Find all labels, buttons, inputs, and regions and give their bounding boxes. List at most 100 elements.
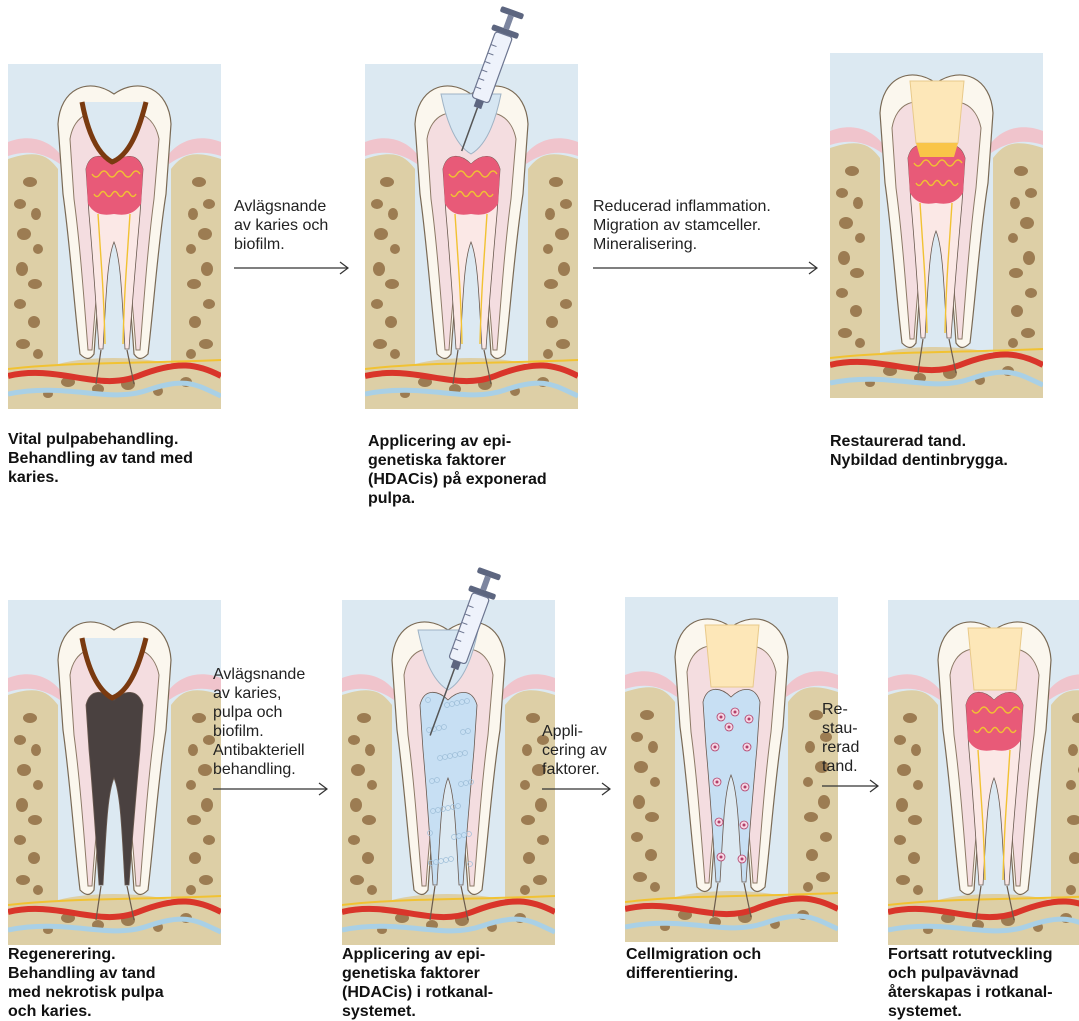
caption-line: Applicering av epi- xyxy=(342,945,493,964)
bone-cavity xyxy=(535,798,547,812)
stem-cell-nucleus xyxy=(716,781,719,784)
bone-cavity xyxy=(33,244,43,254)
arrow-label-line: rerad xyxy=(822,738,882,757)
panel-vital-pulp-caries xyxy=(8,64,221,409)
bone-cavity xyxy=(201,798,213,812)
bone-cavity xyxy=(373,262,385,276)
panel-cell-migration xyxy=(625,597,838,942)
bone-cavity xyxy=(1068,744,1078,756)
arrow-label-line: faktorer. xyxy=(542,760,614,779)
bone-cavity xyxy=(201,262,213,276)
bone-cavity xyxy=(640,710,654,720)
bone-cavity xyxy=(820,832,832,842)
bone-cavity xyxy=(186,885,196,895)
bone-cavity xyxy=(650,882,660,892)
bone-cavity xyxy=(362,815,376,825)
arrow-label-line: Antibakteriell xyxy=(213,741,331,760)
bone-cavity xyxy=(33,349,43,359)
bone-cavity xyxy=(28,815,42,825)
bone-cavity xyxy=(544,279,558,289)
arrow-label-line: behandling. xyxy=(213,760,331,779)
bone-cavity xyxy=(913,780,923,790)
bone-cavity xyxy=(188,744,198,756)
arrow-label-line: Migration av stamceller. xyxy=(593,216,821,235)
bone-cavity xyxy=(33,885,43,895)
caption-line: (HDACis) i rotkanal- xyxy=(342,983,493,1002)
bone-cavity xyxy=(545,208,555,220)
bone-cavity xyxy=(633,795,645,809)
arrow-label-line: Reducerad inflammation. xyxy=(593,197,821,216)
bone-cavity xyxy=(187,815,201,825)
bone-cavity xyxy=(549,177,563,187)
caption-line: Cellmigration och xyxy=(626,945,761,964)
bone-cavity xyxy=(367,885,377,895)
caption-regeneration: Regenerering. Behandling av tand med nek… xyxy=(8,945,164,1021)
bone-cavity xyxy=(14,735,26,745)
caption-line: med nekrotisk pulpa xyxy=(8,983,164,1002)
arrow-label-line: av karies, xyxy=(213,684,331,703)
restoration-filling xyxy=(705,625,759,687)
bone-cavity xyxy=(203,199,215,209)
panel-necrotic-pulp xyxy=(8,600,221,945)
bone-cavity xyxy=(913,885,923,895)
bone-cavity xyxy=(839,217,853,229)
syringe-plunger xyxy=(480,576,490,591)
bone-cavity xyxy=(14,835,26,845)
bone-cavity xyxy=(543,244,553,254)
bone-cavity xyxy=(537,835,549,845)
bone-cavity xyxy=(806,849,818,861)
bone-cavity xyxy=(186,780,196,790)
arrow-reduced-inflammation: Reducerad inflammation. Migration av sta… xyxy=(593,197,821,276)
bone-cavity xyxy=(374,228,388,240)
bone-cavity xyxy=(198,228,212,240)
bone-cavity xyxy=(894,735,906,745)
bone-cavity xyxy=(28,316,40,328)
bone-cavity xyxy=(14,299,26,309)
bone-cavity xyxy=(189,316,201,328)
bone-cavity xyxy=(28,279,42,289)
arrow-label-line: Appli- xyxy=(542,722,614,741)
bone-cavity xyxy=(809,710,823,720)
bone-cavity xyxy=(1009,268,1023,278)
bone-cavity xyxy=(521,815,535,825)
bone-cavity xyxy=(373,339,387,349)
caption-restored-tooth: Restaurerad tand. Nybildad dentinbrygga. xyxy=(830,432,1008,470)
bone-cavity xyxy=(526,713,540,723)
bone-cavity xyxy=(850,305,862,317)
bone-cavity xyxy=(357,713,371,723)
bone-cavity xyxy=(805,741,815,753)
bone-cavity xyxy=(560,299,572,309)
bone-cavity xyxy=(199,339,213,349)
bone-cavity xyxy=(385,279,399,289)
arrow-restored-tooth: Re- stau- rerad tand. xyxy=(822,700,882,794)
stem-cell-nucleus xyxy=(748,718,751,721)
bone-cavity xyxy=(31,208,41,220)
bone-cavity xyxy=(645,812,659,822)
bone-cavity xyxy=(855,233,865,243)
bone-cavity xyxy=(560,199,572,209)
caption-line: och pulpavävnad xyxy=(888,964,1053,983)
bone-cavity xyxy=(17,764,31,776)
arrow-label-line: tand. xyxy=(822,757,882,776)
caption-continued-development: Fortsatt rotutveckling och pulpavävnad å… xyxy=(888,945,1053,1021)
bone-cavity xyxy=(1025,288,1037,298)
bone-cavity xyxy=(198,764,212,776)
bone-cavity xyxy=(192,713,206,723)
arrow-remove-caries-pulp-biofilm: Avlägsnande av karies, pulpa och biofilm… xyxy=(213,665,331,797)
bone-cavity xyxy=(522,744,532,756)
bone-cavity xyxy=(1008,233,1018,243)
dentin-bridge xyxy=(916,143,958,157)
bone-cavity xyxy=(1020,217,1034,229)
bone-cavity xyxy=(388,208,398,220)
bone-cavity xyxy=(543,349,553,359)
caption-line: och karies. xyxy=(8,1002,164,1021)
bone-cavity xyxy=(1023,251,1035,265)
panel-syringe-exposed-pulp xyxy=(365,4,578,409)
caption-line: pulpa. xyxy=(368,489,547,508)
bone-cavity xyxy=(16,875,30,885)
bone-cavity xyxy=(351,764,365,776)
arrow-label-line: biofilm. xyxy=(234,235,352,254)
caption-vital-pulp: Vital pulpabehandling. Behandling av tan… xyxy=(8,430,193,487)
bone-cavity xyxy=(836,188,848,198)
bone-cavity xyxy=(1011,305,1023,317)
